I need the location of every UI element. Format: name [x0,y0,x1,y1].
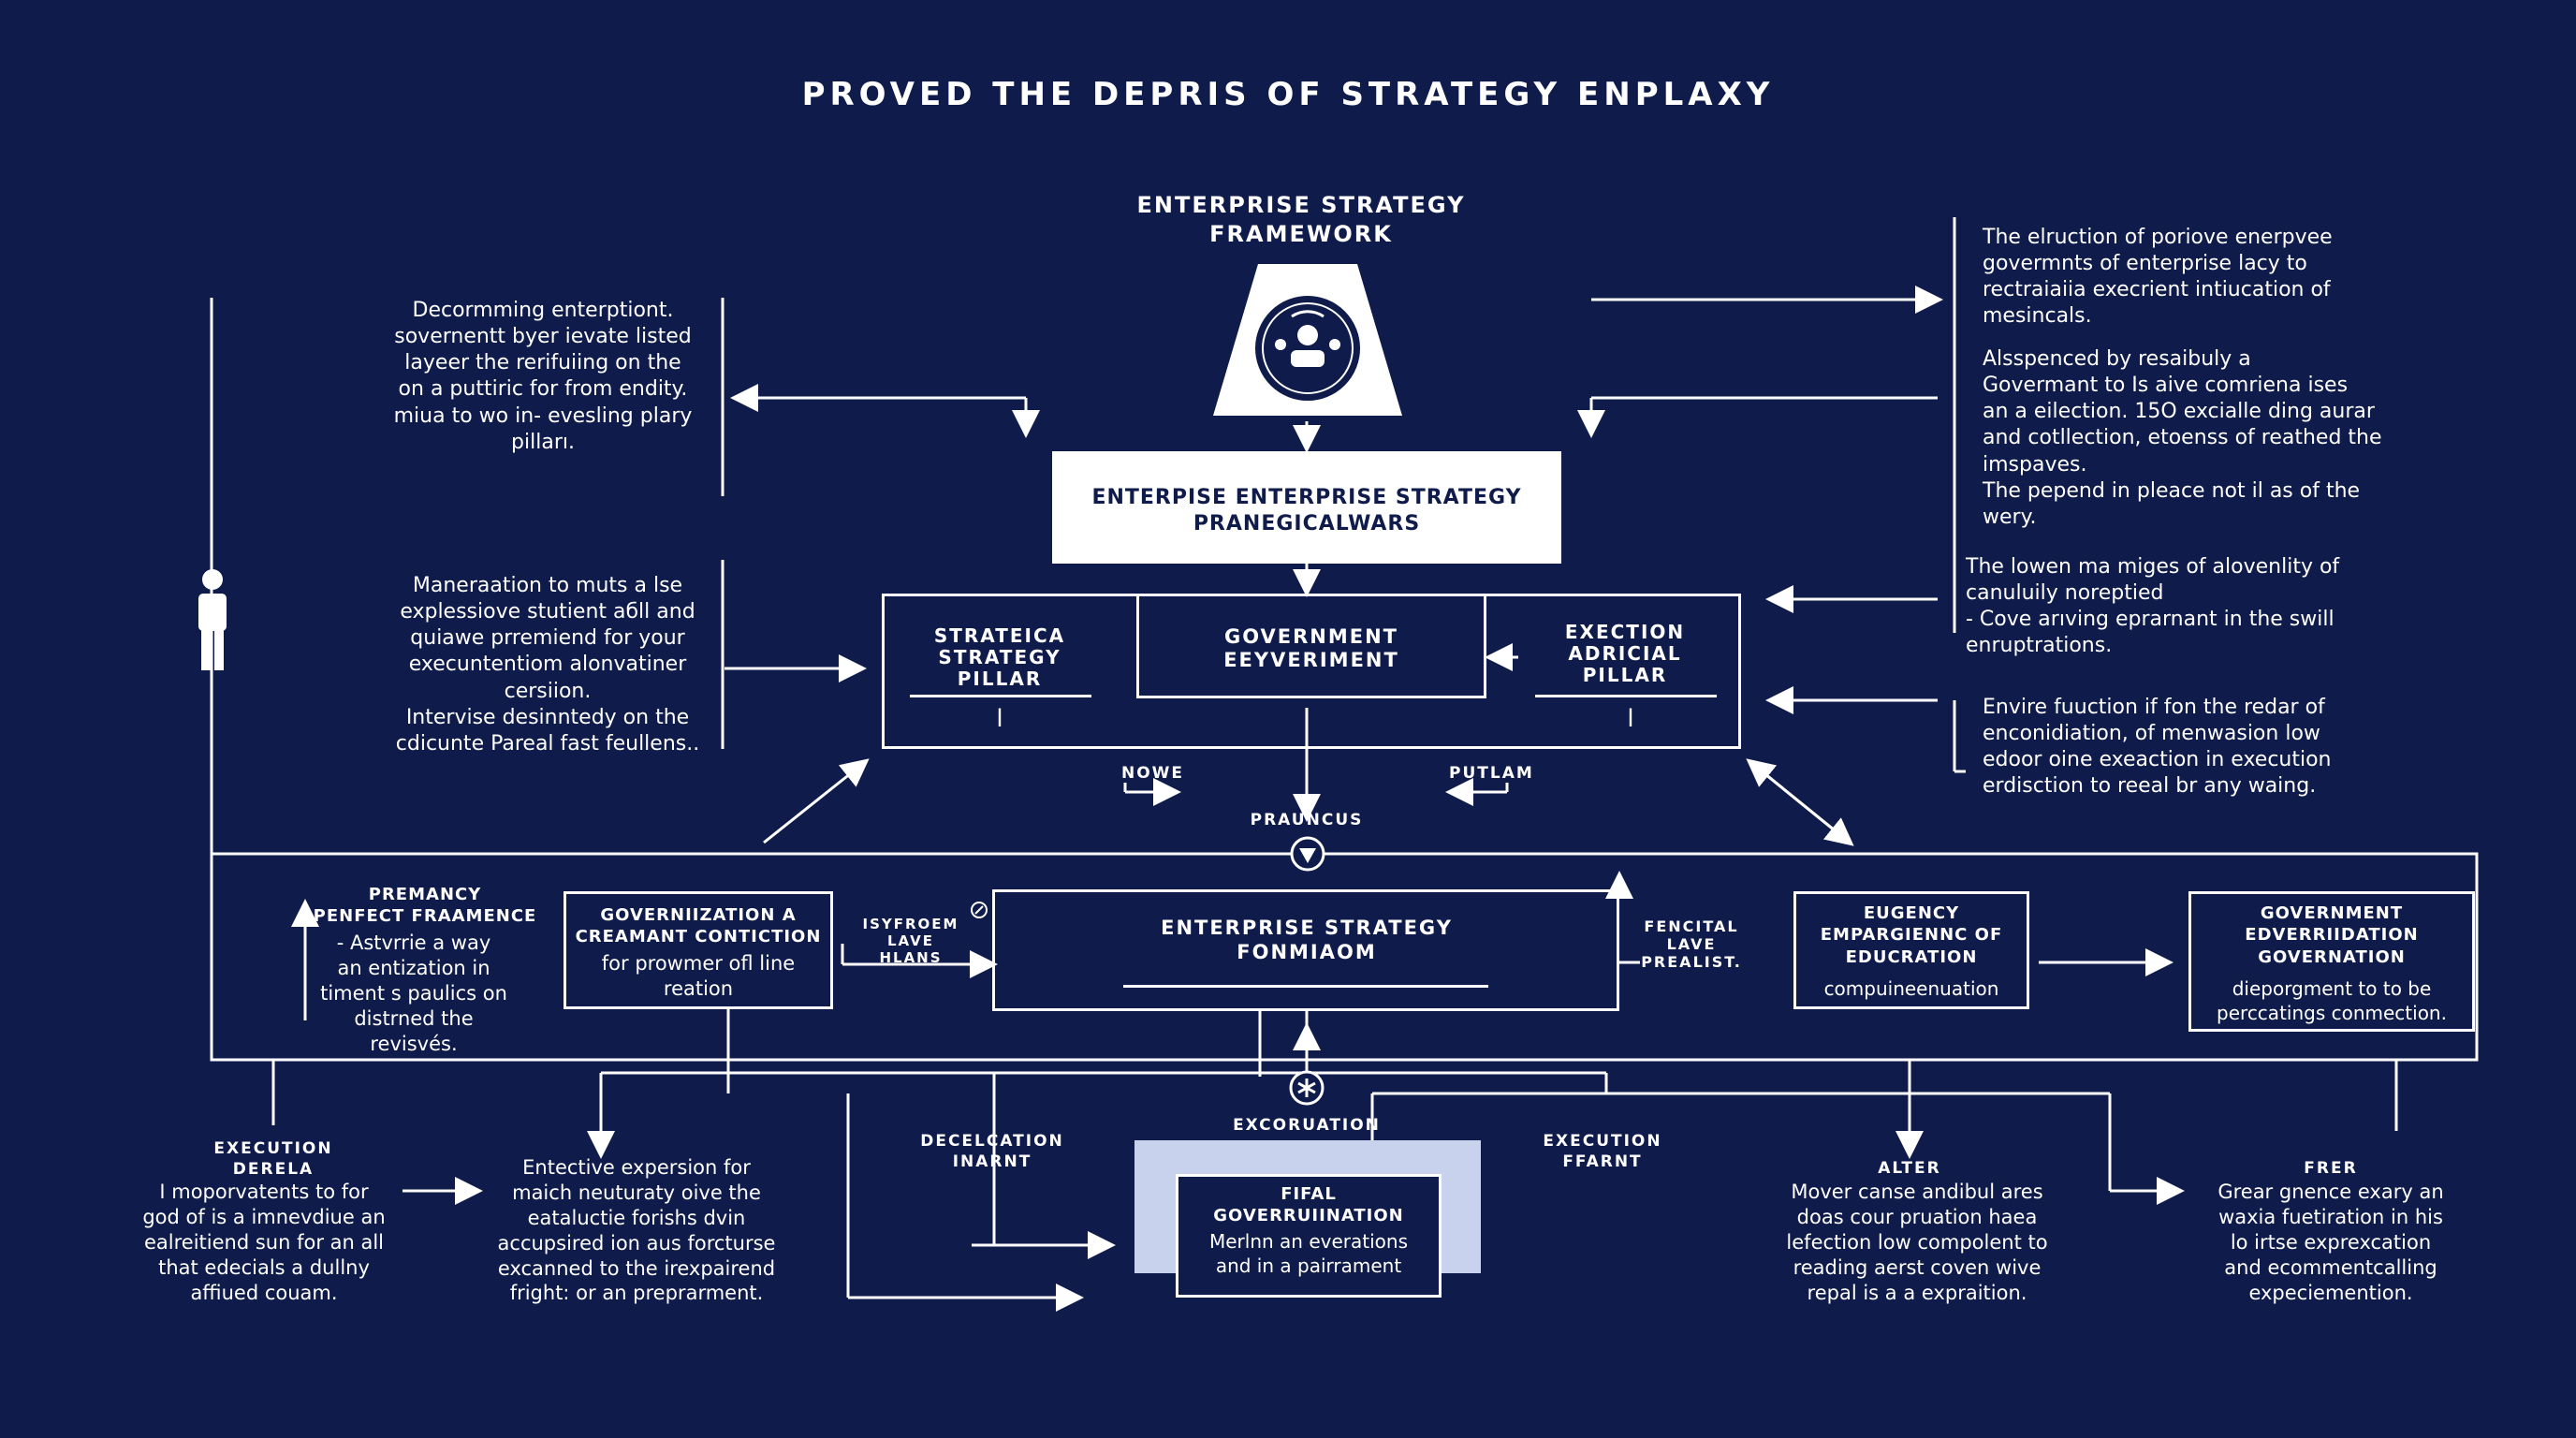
governization-box [564,891,833,1009]
excoruation-label: EXCORUATION [1233,1116,1381,1135]
premancy-desc: - Astvrrie a way an entization in timent… [320,932,507,1055]
strategy-pillar-underline [910,695,1091,697]
final-governance-title: FIFAL GOVERRUIINATION [1213,1184,1404,1226]
strategy-pillar-tick: l [996,705,1003,733]
right-text-2: Alsspenced by resaibuly a Govermant to I… [1983,347,2382,529]
frer-title: FRER [2304,1159,2358,1178]
right-text-3: The lowen ma miges of alovenlity of canu… [1966,555,2340,658]
right-text-4: Envire fuuction if fon the redar of enco… [1983,696,2332,799]
alter-desc: Mover canse andibul ares doas cour pruat… [1786,1181,2048,1304]
enterprise-strategy-box: ENTERPISE ENTERPRISE STRATEGY PRANEGICAL… [1052,451,1561,564]
frer-desc: Grear gnence exary an waxia fuetiration … [2217,1181,2444,1304]
isyfroem-label: ISYFROEM LAVE HLANS [862,916,959,966]
gov-education-title: GOVERNMENT EDVERRIIDATION GOVERNATION [2245,903,2419,967]
premancy-title: PREMANCY PENFECT FRAAMENCE [313,885,537,927]
governization-title: GOVERNIIZATION A CREAMANT CONTICTION [575,905,822,947]
strategy-formation-underline [1123,985,1488,988]
left-upper-text: Decormming enterptiont. sovernentt byer … [393,299,693,454]
left-middle-text: Maneraation to muts a lse explessiove st… [395,574,700,756]
right-text-1: The elruction of poriove enerpvee goverm… [1983,226,2333,329]
execution-fearnt-label: EXECUTION FFARNT [1543,1132,1662,1172]
down-arrow-node-icon [1290,836,1325,872]
execution-pillar-label: EXECTION ADRICIAL PILLAR [1564,621,1686,686]
person-icon [198,569,227,670]
final-governance-box [1176,1174,1442,1298]
execution-pillar-tick: l [1627,705,1634,733]
nowe-label: NOWE [1121,764,1185,783]
page-title: PROVED THE DEPRIS OF STRATEGY ENPLAXY [801,76,1775,113]
entective-desc: Entective expersion for maich neuturaty … [497,1156,776,1305]
gov-education-box [2188,891,2475,1032]
execution-pillar-underline [1535,695,1717,697]
asterisk-node-icon [1289,1070,1325,1106]
governization-desc: for prowmer ofl line reation [601,952,796,1000]
main-band-frame [210,852,2479,1062]
gov-education-desc: dieporgment to to be perccatings conmect… [2217,977,2447,1024]
team-hub-icon [1213,264,1402,416]
decelcation-label: DECELCATION INARNT [920,1132,1064,1172]
eugency-title: EUGENCY EMPARGIENNC OF EDUCRATION [1820,903,2003,967]
alter-title: ALTER [1878,1159,1941,1178]
final-governance-desc: Merlnn an everations and in a pairrament [1209,1230,1408,1277]
enterprise-strategy-box-label: ENTERPISE ENTERPRISE STRATEGY PRANEGICAL… [1091,486,1522,536]
eugency-desc: compuineenuation [1823,977,1999,1000]
execution-desc: I moporvatents to for god of is a imnevd… [142,1181,386,1304]
strategy-pillar-label: STRATEICA STRATEGY PILLAR [933,624,1066,690]
strategy-formation-title: ENTERPRISE STRATEGY FONMIAOM [1161,917,1453,964]
framework-heading: ENTERPRISE STRATEGY FRAMEWORK [1136,192,1466,247]
eugency-box [1793,891,2029,1009]
strategy-formation-box [992,889,1619,1011]
execution-title: EXECUTION DERELA [213,1139,333,1180]
putlam-label: PUTLAM [1449,764,1534,783]
small-link-icon [971,902,988,918]
fencital-label: FENCITAL LAVE PREALIST. [1641,917,1742,972]
government-pillar-label: GOVERNMENT EEYVERIMENT [1223,625,1399,672]
government-pillar-box [1136,594,1486,698]
prauncus-label: PRAUNCUS [1250,811,1364,829]
